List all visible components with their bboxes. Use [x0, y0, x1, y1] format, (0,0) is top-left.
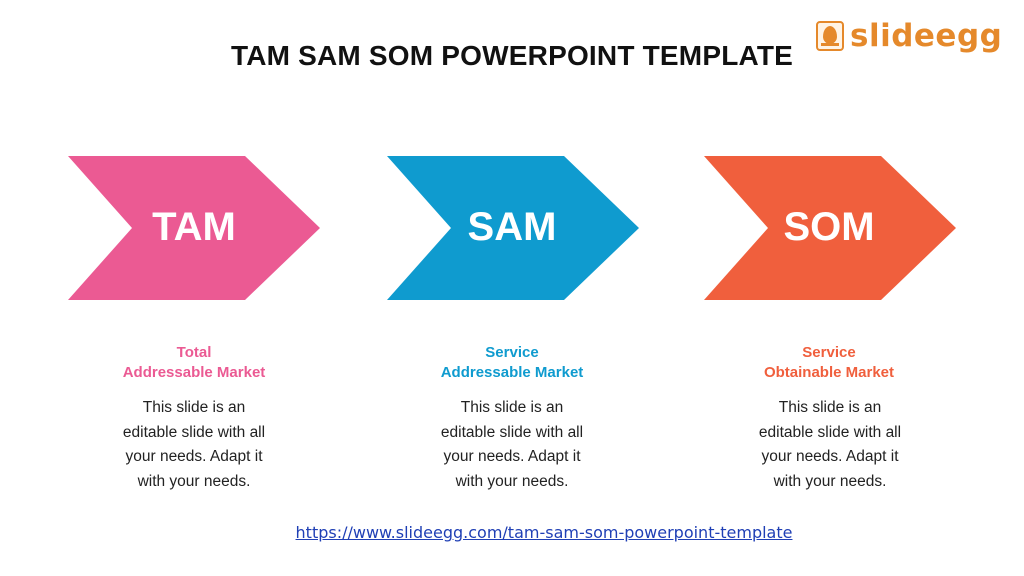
tam-label: TAM — [152, 205, 236, 249]
tam-subtitle-line1: Total — [176, 344, 212, 361]
egg-icon — [816, 21, 844, 51]
tam-subtitle-line2: Addressable Market — [122, 364, 266, 381]
som-desc-line: editable slide with all — [758, 423, 902, 441]
som-chevron — [704, 156, 956, 300]
som-desc-line: This slide is an — [778, 399, 882, 416]
som-subtitle: Service Obtainable Market — [709, 343, 949, 383]
tam-desc-line: This slide is an — [142, 399, 246, 416]
sam-desc-line: editable slide with all — [440, 423, 584, 441]
tam-desc-line: with your needs. — [137, 472, 251, 490]
sam-description: This slide is an editable slide with all… — [412, 396, 612, 494]
som-subtitle-line1: Service — [802, 344, 856, 361]
tam-description: This slide is an editable slide with all… — [94, 396, 294, 494]
som-desc-line: your needs. Adapt it — [761, 448, 899, 465]
slide-title: TAM SAM SOM POWERPOINT TEMPLATE — [230, 40, 794, 71]
som-desc-line: with your needs. — [773, 472, 887, 490]
sam-chevron — [387, 156, 639, 300]
tam-subtitle: Total Addressable Market — [74, 343, 314, 383]
sam-label: SAM — [467, 205, 557, 249]
sam-desc-line: with your needs. — [455, 472, 569, 490]
tam-desc-line: editable slide with all — [122, 423, 266, 441]
sam-subtitle: Service Addressable Market — [392, 343, 632, 383]
logo-text: slideegg — [850, 18, 1003, 54]
sam-subtitle-line1: Service — [485, 344, 539, 361]
som-subtitle-line2: Obtainable Market — [763, 364, 895, 381]
source-link[interactable]: https://www.slideegg.com/tam-sam-som-pow… — [295, 523, 793, 542]
slideegg-logo: slideegg — [816, 16, 1002, 56]
sam-desc-line: This slide is an — [460, 399, 564, 416]
som-label: SOM — [783, 205, 875, 249]
tam-chevron — [68, 156, 320, 300]
som-description: This slide is an editable slide with all… — [730, 396, 930, 494]
sam-desc-line: your needs. Adapt it — [443, 448, 581, 465]
sam-subtitle-line2: Addressable Market — [440, 364, 584, 381]
tam-desc-line: your needs. Adapt it — [125, 448, 263, 465]
